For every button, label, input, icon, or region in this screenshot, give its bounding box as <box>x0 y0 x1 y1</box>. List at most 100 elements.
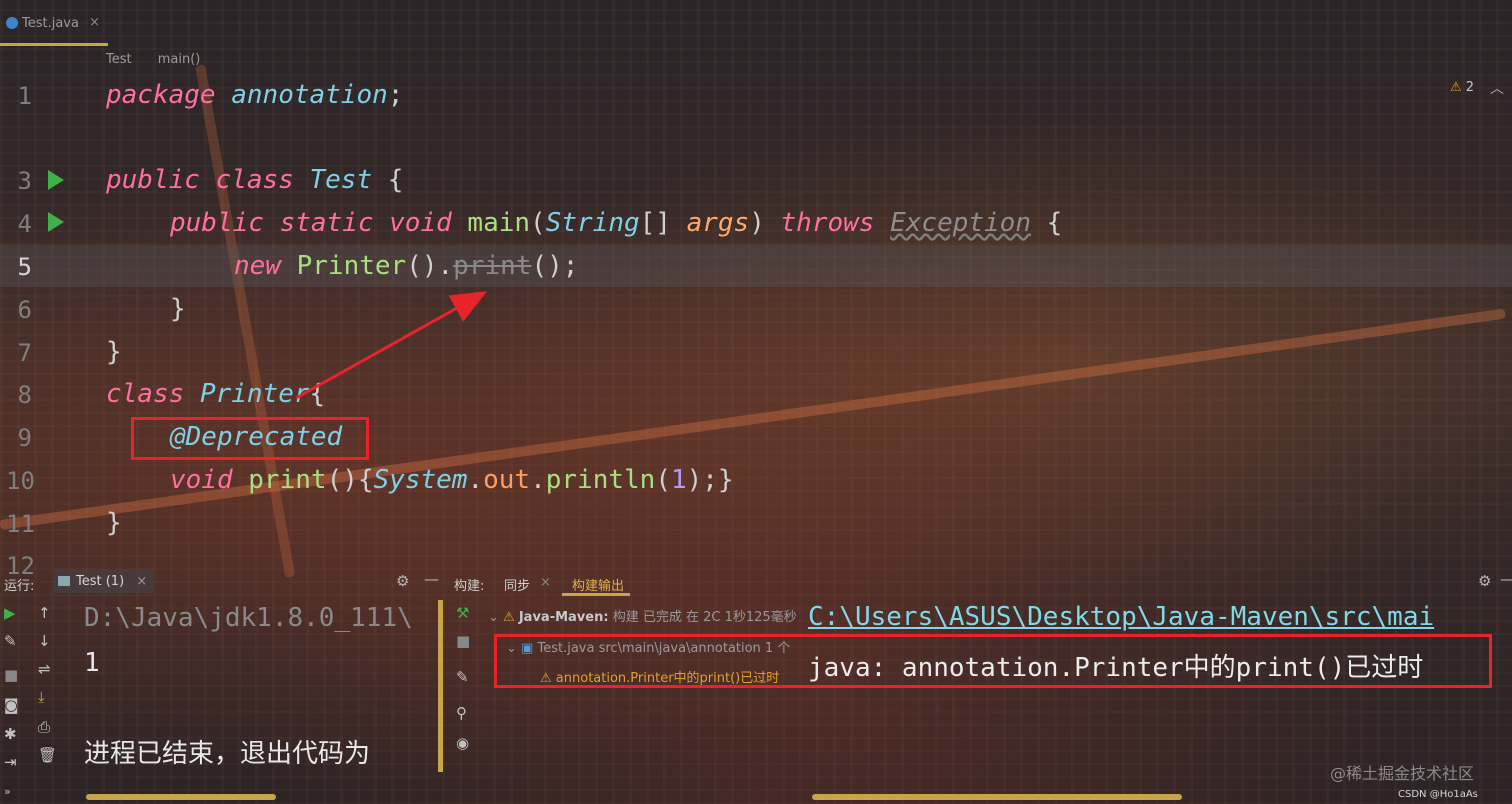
run-tab-label: Test (1) <box>76 574 125 589</box>
run-tab-test[interactable]: Test (1) × <box>54 569 154 593</box>
wrench-icon[interactable]: ✎ <box>456 668 469 686</box>
build-panel-header: 构建: 同步 × 构建输出 ⚙ — <box>448 566 1512 596</box>
warning-triangle-icon: ⚠ <box>503 610 515 625</box>
warning-triangle-icon: ⚠ <box>540 671 552 686</box>
line-number: 6 <box>17 296 32 324</box>
code-line-1: package annotation; <box>106 80 404 110</box>
warning-indicator[interactable]: ⚠ 2 <box>1450 80 1474 95</box>
tree-warning-label: annotation.Printer中的print()已过时 <box>555 671 780 686</box>
line-number: 10 <box>6 467 35 495</box>
print-icon[interactable]: ⎙ <box>38 718 51 736</box>
editor-tab-bar: Test.java × <box>0 0 1512 46</box>
build-tree-warning[interactable]: ⚠ annotation.Printer中的print()已过时 <box>540 667 779 686</box>
code-line-10: void print(){System.out.println(1);} <box>170 465 734 495</box>
chevron-down-icon[interactable]: ⌄ <box>488 610 499 625</box>
tab-title: Test.java <box>22 16 79 31</box>
scroll-to-end-icon[interactable]: ⤓ <box>38 688 45 706</box>
code-editor[interactable]: 1 3 4 5 6 7 8 9 10 11 12 package annotat… <box>0 74 1512 580</box>
console-icon <box>58 576 70 586</box>
line-number: 4 <box>17 210 32 238</box>
tab-sync[interactable]: 同步 <box>504 579 531 594</box>
current-line-highlight <box>0 245 1512 287</box>
run-label: 运行: <box>4 579 35 594</box>
run-gutter-icon[interactable] <box>48 212 64 232</box>
trash-icon[interactable]: 🗑 <box>38 746 58 764</box>
minimize-icon[interactable]: — <box>424 570 439 588</box>
build-label: 构建: <box>454 579 485 594</box>
gear-icon[interactable]: ⚙ <box>396 572 410 590</box>
close-icon[interactable]: × <box>136 574 148 589</box>
warning-count: 2 <box>1465 80 1475 95</box>
arrow-up-icon[interactable]: ↑ <box>38 604 51 622</box>
line-number: 8 <box>17 381 32 409</box>
console-scrollbar[interactable] <box>438 600 443 772</box>
breadcrumb-item-class[interactable]: Test <box>106 52 132 67</box>
tab-test-java[interactable]: Test.java × <box>0 0 108 46</box>
hammer-icon[interactable]: ⚒ <box>456 604 470 622</box>
chevron-up-icon[interactable]: ︿ <box>1490 81 1504 97</box>
horizontal-scrollbar[interactable] <box>812 794 1182 800</box>
stop-icon[interactable]: ■ <box>4 666 19 684</box>
line-number: 11 <box>6 510 35 538</box>
java-file-icon: ▣ <box>521 641 534 656</box>
line-number: 9 <box>17 424 32 452</box>
console-exit-message: 进程已结束，退出代码为 <box>84 739 371 769</box>
tree-file-label: Test.java src\main\java\annotation 1 个 <box>537 641 791 656</box>
warning-triangle-icon: ⚠ <box>1450 80 1462 95</box>
build-output-message: java: annotation.Printer中的print()已过时 <box>808 653 1424 683</box>
build-tree-root[interactable]: ⌄ ⚠ Java-Maven: 构建 已完成 在 2C 1秒125毫秒 <box>488 606 797 625</box>
code-line-7: } <box>106 337 122 367</box>
arrow-down-icon[interactable]: ↓ <box>38 632 51 650</box>
line-number: 5 <box>17 253 32 281</box>
line-number: 1 <box>17 82 32 110</box>
wrench-icon[interactable]: ✎ <box>4 632 17 650</box>
eye-icon[interactable]: ◉ <box>456 734 470 752</box>
line-number: 12 <box>6 552 35 580</box>
play-icon[interactable]: ▶ <box>4 604 16 622</box>
console-java-path: D:\Java\jdk1.8.0_111\ <box>84 603 413 633</box>
line-number: 7 <box>17 339 32 367</box>
soft-wrap-icon[interactable]: ⇌ <box>38 660 51 678</box>
code-line-6: } <box>170 294 186 324</box>
pin-icon[interactable]: ⚲ <box>456 704 467 722</box>
build-toolbar: ⚒ ■ ✎ ⚲ ◉ <box>452 600 474 760</box>
settings-icon[interactable]: ✱ <box>4 725 17 743</box>
run-toolbar-secondary: ↑ ↓ ⇌ ⤓ ⎙ 🗑 <box>34 600 58 770</box>
console-output: 1 <box>84 648 100 678</box>
tree-root-name: Java-Maven: <box>518 610 609 625</box>
horizontal-scrollbar[interactable] <box>86 794 276 800</box>
tree-root-status: 构建 已完成 在 2C 1秒125毫秒 <box>612 610 797 625</box>
expand-icon[interactable]: » <box>4 785 11 798</box>
code-line-9: @Deprecated <box>170 422 343 452</box>
exit-icon[interactable]: ⇥ <box>4 753 17 771</box>
breadcrumb: Test main() <box>106 52 222 67</box>
watermark: @稀土掘金技术社区 <box>1330 764 1475 783</box>
build-tree-file[interactable]: ⌄ ▣ Test.java src\main\java\annotation 1… <box>506 637 790 656</box>
run-panel-header: 运行: Test (1) × ⚙ — <box>0 566 445 596</box>
credit: CSDN @Ho1aAs <box>1398 789 1478 800</box>
code-line-11: } <box>106 508 122 538</box>
close-icon[interactable]: × <box>89 15 100 30</box>
code-line-8: class Printer{ <box>106 379 326 409</box>
java-file-icon <box>6 17 18 29</box>
active-tab-underline <box>562 593 630 596</box>
run-gutter-icon[interactable] <box>48 170 64 190</box>
build-output-path[interactable]: C:\Users\ASUS\Desktop\Java-Maven\src\mai <box>808 602 1435 632</box>
code-line-3: public class Test { <box>106 165 404 195</box>
run-toolbar: ▶ ✎ ■ ◙ ✱ ⇥ » <box>0 600 22 800</box>
stop-icon[interactable]: ■ <box>456 632 471 650</box>
camera-icon[interactable]: ◙ <box>4 696 19 714</box>
gear-icon[interactable]: ⚙ <box>1478 572 1492 590</box>
close-icon[interactable]: × <box>540 575 551 590</box>
breadcrumb-item-method[interactable]: main() <box>157 52 201 67</box>
code-line-5: new Printer().print(); <box>234 251 579 281</box>
chevron-down-icon[interactable]: ⌄ <box>506 641 517 656</box>
code-line-4: public static void main(String[] args) t… <box>170 208 1063 238</box>
line-number: 3 <box>17 167 32 195</box>
warning-highlight-box <box>494 634 1492 688</box>
deprecated-highlight-box <box>131 417 369 460</box>
minimize-icon[interactable]: — <box>1500 570 1512 588</box>
tab-build-output[interactable]: 构建输出 <box>572 579 625 594</box>
